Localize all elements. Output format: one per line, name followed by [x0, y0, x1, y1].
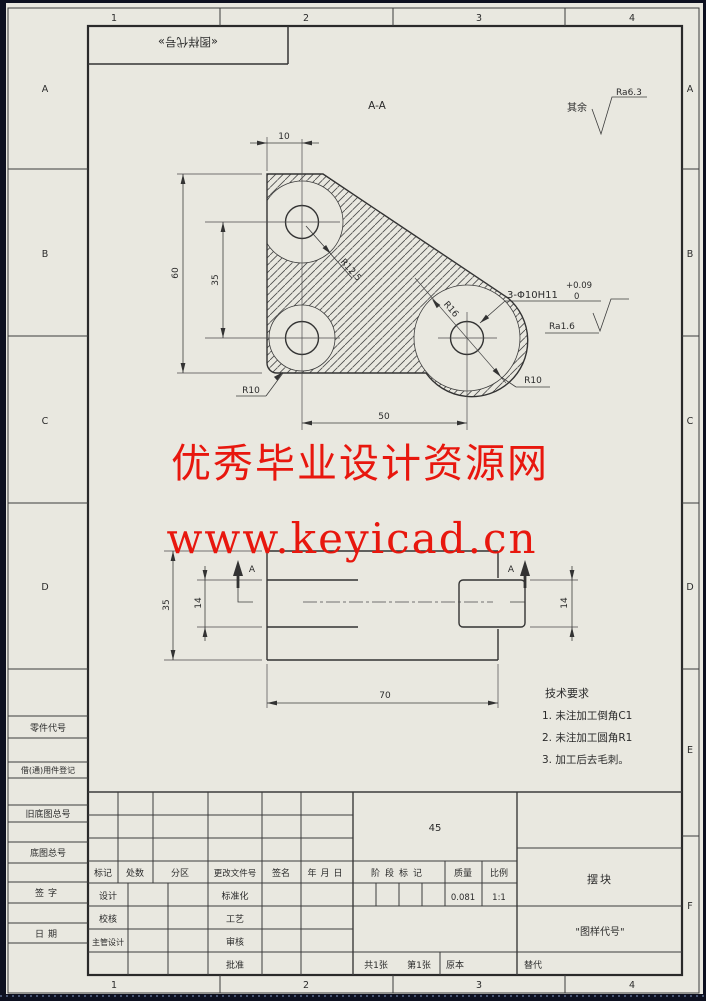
zone-number-top-1: 1 — [111, 13, 117, 24]
sign-design: 设计 — [99, 890, 117, 902]
part-name: 摆块 — [587, 872, 613, 886]
zone-labels: 1 2 3 4 1 2 3 4 A B C D A B C D E F «图样代… — [41, 13, 693, 991]
section-label: A-A — [368, 100, 387, 112]
mass-value: 0.081 — [451, 893, 475, 903]
hole-roughness: Ra1.6 — [549, 322, 575, 332]
default-roughness-prefix: 其余 — [567, 101, 587, 114]
plan-dim-70: 70 — [379, 691, 391, 701]
zone-letter-left-c: C — [42, 416, 49, 427]
plan-dim-35: 35 — [162, 599, 172, 610]
zone-number-top-3: 3 — [476, 13, 482, 24]
zone-letter-left-b: B — [42, 249, 49, 260]
zone-letter-right-e: E — [687, 745, 693, 756]
zone-letter-left-d: D — [41, 582, 48, 593]
margin-fields: 零件代号 借(通)用件登记 旧底图总号 底图总号 签字 日期 — [8, 715, 88, 944]
field-master-no: 底图总号 — [30, 847, 66, 859]
dim-35: 35 — [211, 274, 221, 285]
mass-label: 质量 — [454, 867, 472, 879]
part-outline — [266, 173, 529, 398]
sign-check: 校核 — [99, 913, 117, 925]
hole-callout: 3-Φ10H11 — [507, 290, 558, 301]
zone-number-bottom-4: 4 — [629, 980, 635, 991]
watermark: 优秀毕业设计资源网 www.keyicad.cn — [166, 441, 549, 563]
zone-number-bottom-1: 1 — [111, 980, 117, 991]
stage-mark-label: 阶段标记 — [371, 867, 427, 879]
roughness-symbol-default — [591, 96, 647, 136]
plan-dim-14-left: 14 — [194, 597, 204, 609]
roughness-symbol-hole — [592, 298, 629, 333]
dimension-arrows — [180, 140, 501, 426]
scale-value: 1:1 — [492, 893, 506, 903]
technical-requirements: 技术要求 1. 未注加工倒角C1 2. 未注加工圆角R1 3. 加工后去毛刺。 — [542, 687, 632, 766]
hole-tol-upper: +0.09 — [566, 281, 592, 291]
section-hatch — [267, 174, 528, 397]
original-label: 原本 — [446, 959, 464, 971]
sign-review: 审核 — [226, 936, 244, 948]
zone-letter-right-a: A — [687, 84, 694, 95]
field-date: 日期 — [35, 929, 61, 940]
dim-60: 60 — [171, 267, 181, 279]
zone-letter-left-a: A — [42, 84, 49, 95]
zone-letter-right-d: D — [686, 582, 693, 593]
rev-header-signature: 签名 — [272, 867, 290, 879]
section-cut-arrows — [233, 560, 530, 603]
section-arrow-label-right: A — [508, 565, 515, 575]
paper — [6, 3, 703, 994]
zone-letter-right-f: F — [687, 901, 692, 912]
field-signature: 签字 — [35, 887, 61, 899]
scale-label: 比例 — [490, 867, 508, 879]
title-block: 标记 处数 分区 更改文件号 签名 年月日 设计 校核 主管设计 标准化 工艺 … — [88, 791, 682, 975]
zone-number-top-4: 4 — [629, 13, 635, 24]
plan-outline — [266, 550, 526, 661]
sign-process: 工艺 — [226, 914, 244, 925]
plan-arrows — [170, 551, 575, 706]
field-old-master-no: 旧底图总号 — [25, 808, 70, 820]
watermark-line2: www.keyicad.cn — [166, 514, 537, 563]
default-roughness-value: Ra6.3 — [616, 88, 642, 98]
zone-number-bottom-3: 3 — [476, 980, 482, 991]
sheet-frame — [7, 7, 700, 994]
sign-standardization: 标准化 — [221, 890, 248, 902]
field-borrow-record: 借(通)用件登记 — [21, 765, 75, 775]
corner-box-text: «图样代号» — [158, 35, 218, 49]
sign-approve: 批准 — [226, 959, 244, 971]
sign-chief-designer: 主管设计 — [92, 937, 124, 947]
tech-req-title: 技术要求 — [545, 687, 589, 700]
dim-10: 10 — [278, 132, 290, 142]
sheet-number: 第1张 — [407, 959, 431, 971]
field-part-code: 零件代号 — [30, 722, 66, 734]
replace-label: 替代 — [524, 959, 542, 971]
zone-number-bottom-2: 2 — [303, 980, 309, 991]
total-sheets: 共1张 — [364, 960, 388, 971]
zone-letter-right-c: C — [687, 416, 694, 427]
zone-letter-right-b: B — [687, 249, 694, 260]
material-value: 45 — [429, 823, 442, 834]
plan-view: A A 35 14 70 14 — [162, 550, 578, 708]
front-view: A-A 其余 Ra6.3 10 60 35 50 R12.5 R16 R10 R… — [171, 88, 647, 430]
section-arrow-label-left: A — [249, 565, 256, 575]
plan-dim-14-right: 14 — [560, 597, 570, 609]
rev-header-doc-no: 更改文件号 — [214, 868, 257, 879]
tech-req-item-2: 2. 未注加工圆角R1 — [542, 731, 632, 744]
centerlines — [177, 137, 507, 430]
rev-header-mark: 标记 — [94, 867, 112, 879]
tech-req-item-1: 1. 未注加工倒角C1 — [542, 709, 632, 722]
watermark-line1: 优秀毕业设计资源网 — [171, 441, 549, 487]
radius-r10-bottom-left: R10 — [242, 386, 260, 396]
rev-header-count: 处数 — [126, 867, 144, 879]
rev-header-date: 年月日 — [307, 867, 346, 879]
tech-req-item-3: 3. 加工后去毛刺。 — [542, 754, 629, 766]
zone-number-top-2: 2 — [303, 13, 309, 24]
drawing-code: "图样代号" — [575, 925, 624, 938]
dim-50: 50 — [378, 412, 390, 422]
hole-tol-lower: 0 — [574, 292, 579, 302]
rev-header-zone: 分区 — [171, 868, 189, 879]
plan-extension-lines — [164, 550, 578, 708]
radius-r10-bottom-right: R10 — [524, 376, 542, 386]
